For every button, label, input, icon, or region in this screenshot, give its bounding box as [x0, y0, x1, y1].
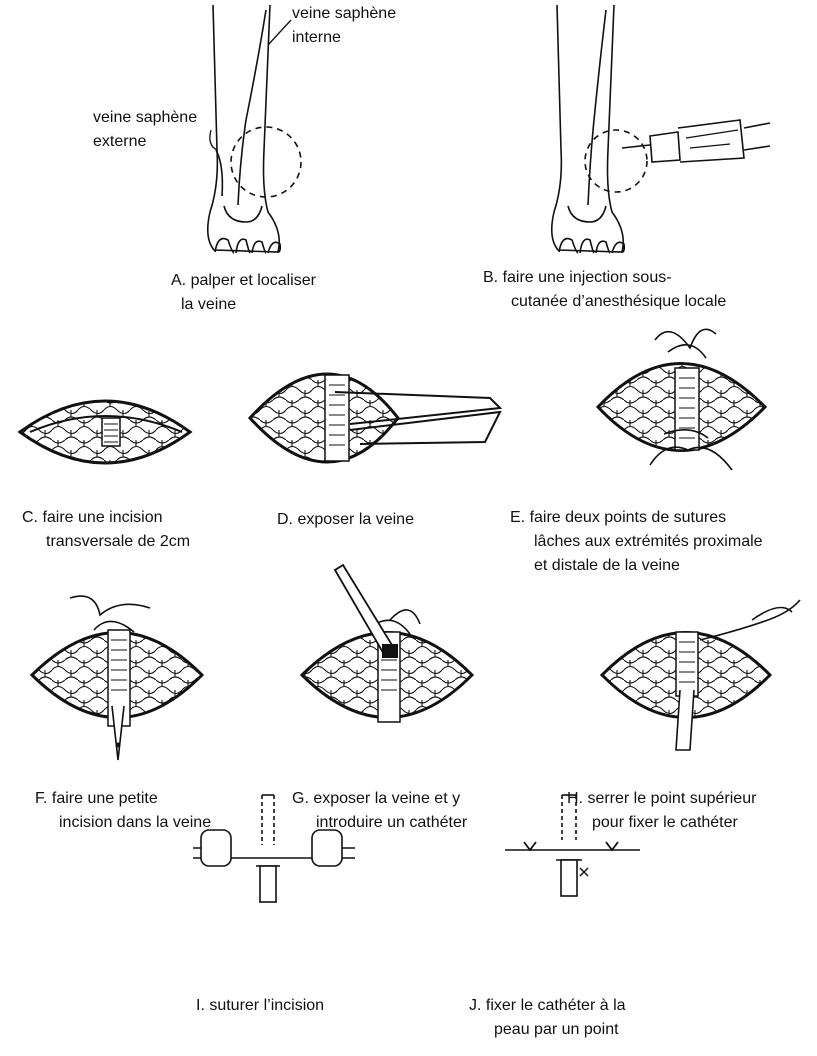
figure-b-leg-syringe — [552, 5, 770, 253]
caption-text: G. exposer la veine et y — [292, 787, 467, 811]
caption-text: cutanée d’anesthésique locale — [483, 290, 726, 314]
label-saphene-interne: veine saphène interne — [292, 2, 396, 50]
caption-text: peau par un point — [469, 1018, 626, 1042]
caption-text: A. palper et localiser — [171, 269, 316, 293]
caption-text: H. serrer le point supérieur — [567, 787, 756, 811]
label-text: interne — [292, 26, 396, 50]
dashed-circle-b — [585, 130, 647, 192]
figure-h-fix — [602, 600, 800, 750]
figure-g-catheter — [302, 565, 472, 722]
caption-text: la veine — [171, 293, 316, 317]
caption-text: pour fixer le cathéter — [567, 811, 756, 835]
caption-text: introduire un cathéter — [292, 811, 467, 835]
caption-text: C. faire une incision — [22, 506, 190, 530]
caption-step-h: H. serrer le point supérieur pour fixer … — [567, 787, 756, 835]
caption-step-c: C. faire une incision transversale de 2c… — [22, 506, 190, 554]
caption-step-j: J. fixer le cathéter à la peau par un po… — [469, 994, 626, 1042]
caption-text: incision dans la veine — [35, 811, 211, 835]
caption-step-g: G. exposer la veine et y introduire un c… — [292, 787, 467, 835]
caption-text: B. faire une injection sous- — [483, 266, 726, 290]
label-text: externe — [93, 130, 197, 154]
caption-text: transversale de 2cm — [22, 530, 190, 554]
caption-text: et distale de la veine — [510, 554, 763, 578]
label-saphene-externe: veine saphène externe — [93, 106, 197, 154]
figure-a-leg — [208, 5, 301, 253]
label-text: veine saphène — [93, 106, 197, 130]
caption-text: F. faire une petite — [35, 787, 211, 811]
figure-e-sutures — [598, 329, 765, 470]
caption-text: J. fixer le cathéter à la — [469, 994, 626, 1018]
caption-text: I. suturer l’incision — [196, 994, 324, 1018]
saphenous-vein-internal — [238, 10, 266, 205]
caption-step-d: D. exposer la veine — [277, 508, 414, 532]
figure-d-expose — [250, 374, 500, 462]
caption-step-i: I. suturer l’incision — [196, 994, 324, 1018]
caption-text: D. exposer la veine — [277, 508, 414, 532]
caption-step-a: A. palper et localiser la veine — [171, 269, 316, 317]
caption-step-f: F. faire une petite incision dans la vei… — [35, 787, 211, 835]
caption-text: lâches aux extrémités proximale — [510, 530, 763, 554]
figure-c-incision — [20, 401, 190, 463]
figure-f-incision — [32, 596, 202, 760]
syringe-icon — [622, 120, 770, 162]
caption-step-e: E. faire deux points de sutures lâches a… — [510, 506, 763, 578]
caption-text: E. faire deux points de sutures — [510, 506, 763, 530]
label-text: veine saphène — [292, 2, 396, 26]
caption-step-b: B. faire une injection sous- cutanée d’a… — [483, 266, 726, 314]
